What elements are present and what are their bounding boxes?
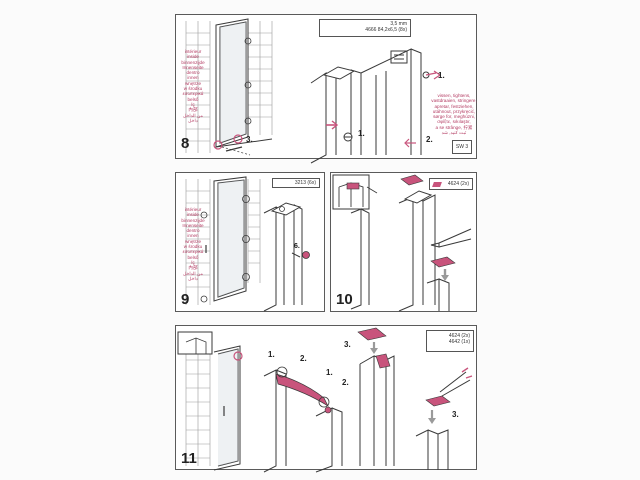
part-badge: 3213 (6x) (272, 178, 320, 188)
inside-label: belső (187, 254, 199, 260)
inside-label: من الداخل (183, 112, 203, 118)
detail-callout-1b: 1. (358, 129, 365, 138)
fixing-label: a se strânge, 拧紧 (435, 124, 473, 130)
fixing-label: ثبت كنيد, شد (441, 130, 467, 136)
fixing-label: vissen, tightens, (437, 93, 471, 98)
fixing-label-list: vissen, tightens, vastdraaien, stringere… (431, 93, 477, 135)
fixing-label: apretar, festziehen, (434, 103, 474, 109)
step-8-callout-3: 3. (246, 135, 253, 144)
inside-label: dentro (186, 70, 200, 76)
inside-label: داخل (188, 117, 198, 123)
step-9-illustration (185, 176, 310, 312)
hardware-item-2: 4666 84,2x6,5 (8x) (365, 27, 407, 33)
hardware-item-1: 3,5 mm (390, 21, 407, 27)
inside-label: 內部 (188, 107, 198, 113)
inside-label: intérieur (184, 49, 202, 54)
part-badge-label: 4624 (2x) (447, 181, 469, 187)
inside-label: wnętrze (184, 80, 202, 86)
part-badge: 4624 (2x) (429, 178, 473, 190)
inside-label: innen (187, 75, 199, 81)
fixing-label: vastdraaien, stringere, (431, 98, 477, 104)
step-9-panel: 9 intérieur inside binnenzijde Innenseit… (175, 172, 325, 312)
step-11-illustration (177, 327, 473, 473)
step-8-panel: 8 3. 1. 1. 2. intérieur inside binnenzij… (174, 14, 477, 164)
part-badge-label: 3213 (6x) (294, 180, 316, 186)
inside-label: İç (191, 259, 195, 265)
inside-label: w środku (183, 86, 203, 92)
inside-label: innen (187, 233, 199, 239)
part-badge-label: 4624 (2x) (448, 333, 470, 339)
inside-label: dentro (186, 228, 200, 234)
step-11-callout-2b: 2. (342, 378, 349, 387)
inside-label: εσωτερικά (182, 249, 204, 255)
inside-label: inside (186, 212, 199, 218)
inside-label-list: intérieur inside binnenzijde Innenseite … (174, 49, 212, 123)
part-badge-list: 4624 (2x) 4642 (1x) (426, 330, 474, 352)
inside-label: Innenseite (182, 64, 204, 70)
step-8-number: 8 (181, 135, 190, 152)
step-9-callout: 6. (294, 243, 300, 250)
inside-label: binnenzijde (181, 59, 205, 65)
step-11-callout-2a: 2. (300, 354, 307, 363)
step-10-number: 10 (336, 291, 353, 308)
fixing-label: utáhnout, przykręcić, (432, 108, 476, 114)
fixing-label: σφίξτε, sıkılaştır, (437, 119, 471, 125)
hardware-box: 3,5 mm 4666 84,2x6,5 (8x) (319, 19, 411, 37)
step-9-number: 9 (181, 291, 190, 308)
tool-badge-label: SW 3 (455, 144, 469, 150)
inside-label: wnętrze (184, 238, 202, 244)
step-11-callout-1a: 1. (268, 350, 275, 359)
inside-label: İç (191, 101, 195, 107)
step-11-callout-3b: 3. (452, 410, 459, 419)
inside-label: 內部 (188, 265, 198, 271)
inside-label: binnenzijde (181, 217, 205, 223)
inside-label: w środku (183, 244, 203, 250)
inside-label: من الداخل (183, 270, 203, 276)
step-10-panel: 10 4624 (2x) (330, 172, 477, 312)
step-11-panel: 11 1. 2. 1. 2. 3. 3. 4624 (2x) 4642 (1x) (175, 325, 477, 473)
step-11-callout-3a: 3. (344, 340, 351, 349)
inside-label-list: intérieur inside binnenzijde Innenseite … (174, 207, 212, 281)
step-11-number: 11 (181, 450, 197, 467)
step-10-illustration (332, 174, 472, 312)
inside-label: داخل (188, 275, 198, 281)
detail-callout-2: 2. (426, 135, 433, 144)
inside-label: intérieur (184, 207, 202, 212)
pink-pad-icon (432, 182, 442, 187)
tool-badge: SW 3 (452, 140, 472, 154)
detail-callout-1a: 1. (438, 71, 445, 80)
inside-label: εσωτερικά (182, 91, 204, 97)
inside-label: belső (187, 96, 199, 102)
inside-label: inside (186, 54, 199, 60)
inside-label: Innenseite (182, 222, 204, 228)
step-11-callout-1b: 1. (326, 368, 333, 377)
step-8-illustration (185, 18, 442, 164)
part-badge-label: 4642 (1x) (448, 339, 470, 345)
fixing-label: sørge for, meghúzni, (433, 114, 475, 120)
